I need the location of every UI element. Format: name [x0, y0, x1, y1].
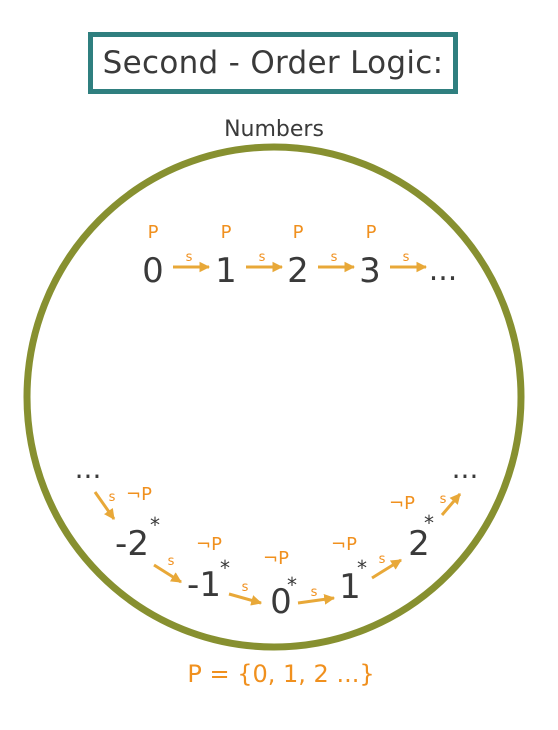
number-0-star: 0 — [270, 582, 292, 622]
s-label: s — [242, 580, 249, 595]
successor-arrow — [371, 558, 402, 580]
not-p-label: ¬P — [331, 534, 357, 555]
p-label: P — [148, 222, 159, 243]
standard-chain: P P P P 0 1 2 3 ... s s s s — [142, 222, 457, 291]
circle-label: Numbers — [224, 117, 324, 142]
successor-arrow — [93, 491, 116, 520]
diagram-title: Second - Order Logic: — [102, 45, 444, 81]
not-p-label: ¬P — [389, 493, 415, 514]
number-2-star: 2 — [408, 524, 430, 564]
s-label: s — [109, 490, 116, 505]
successor-arrow — [297, 593, 336, 605]
p-label: P — [366, 222, 377, 243]
ellipsis: ... — [452, 452, 479, 485]
s-label: s — [186, 250, 193, 265]
s-label: s — [331, 250, 338, 265]
ellipsis: ... — [75, 452, 102, 485]
number-2: 2 — [287, 251, 309, 291]
not-p-label: ¬P — [263, 548, 289, 569]
successor-arrow — [440, 493, 462, 516]
p-label: P — [293, 222, 304, 243]
number-neg1-star: -1 — [187, 565, 221, 605]
star-mark: * — [287, 573, 297, 597]
s-label: s — [440, 492, 447, 507]
number-neg2-star: -2 — [115, 524, 149, 564]
ellipsis: ... — [429, 253, 458, 288]
p-label: P — [221, 222, 232, 243]
s-label: s — [311, 585, 318, 600]
number-3: 3 — [359, 251, 381, 291]
number-0: 0 — [142, 251, 164, 291]
star-mark: * — [357, 556, 367, 580]
domain-circle — [23, 143, 525, 651]
successor-arrow — [228, 592, 263, 606]
not-p-label: ¬P — [196, 534, 222, 555]
nonstandard-chain: ... ... -2 -1 0 1 2 * * * * * ¬P ¬P ¬P ¬… — [75, 452, 479, 622]
title-box: Second - Order Logic: — [88, 32, 458, 94]
s-label: s — [403, 250, 410, 265]
star-mark: * — [150, 513, 160, 537]
successor-arrow — [153, 563, 182, 584]
s-label: s — [168, 554, 175, 569]
number-1: 1 — [215, 251, 237, 291]
not-p-label: ¬P — [126, 484, 152, 505]
number-1-star: 1 — [339, 567, 361, 607]
star-mark: * — [424, 511, 434, 535]
s-label: s — [259, 250, 266, 265]
s-label: s — [379, 552, 386, 567]
p-definition: P = {0, 1, 2 ...} — [187, 660, 374, 688]
star-mark: * — [220, 556, 230, 580]
